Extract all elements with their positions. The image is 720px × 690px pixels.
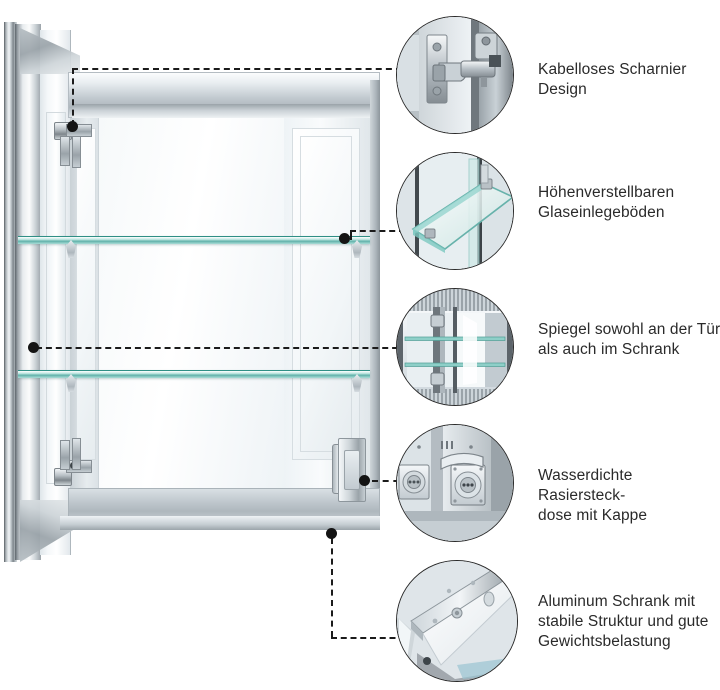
back-panel-inset-left (76, 128, 96, 460)
shaver-socket-photo-icon (397, 425, 513, 541)
cabinet-bottom-lip (60, 516, 380, 530)
anchor-dot-base (326, 528, 337, 539)
shelf-clip-upper-right (352, 240, 362, 258)
door-outer-edge (4, 22, 17, 562)
anchor-dot-hinge (67, 121, 78, 132)
anchor-dot-mirror (28, 342, 39, 353)
anchor-dot-shelf (339, 233, 350, 244)
aluminium-base-photo-icon (397, 561, 517, 681)
product-illustration (4, 22, 380, 562)
anchor-dot-socket (359, 475, 370, 486)
callout-socket-photo (396, 424, 514, 542)
socket-faceplate (344, 450, 360, 490)
callout-label-shelves: Höhenverstellbaren Glaseinlegeböden (538, 184, 675, 221)
callout-shelves-photo (396, 152, 514, 270)
callout-label-mirror: Spiegel sowohl an der Tür als auch im Sc… (538, 321, 720, 358)
callout-label-base: Aluminum Schrank mit stabile Struktur un… (538, 593, 709, 650)
callout-label-socket: Wasserdichte Rasiersteck- dose mit Kappe (538, 467, 648, 524)
door-mirror-panel (46, 112, 66, 484)
cabinet-back-center-mirror (98, 116, 286, 496)
back-panel-inset-right-inner (300, 136, 352, 452)
cabinet-right-edge (370, 80, 380, 524)
door-frame-face (15, 24, 41, 560)
shelf-clip-lower-left (66, 374, 76, 392)
cabinet-top-inner-lip (72, 104, 372, 118)
callout-label-hinge: Kabelloses Scharnier Design (538, 61, 687, 98)
hinge-photo-icon (397, 17, 513, 133)
callout-base-photo (396, 560, 518, 682)
shelf-clip-upper-left (66, 240, 76, 258)
shelf-clip-lower-right (352, 374, 362, 392)
interior-mirror-photo-icon (397, 289, 513, 405)
callout-mirror-photo (396, 288, 514, 406)
glass-shelf-photo-icon (397, 153, 513, 269)
callout-hinge-photo (396, 16, 514, 134)
